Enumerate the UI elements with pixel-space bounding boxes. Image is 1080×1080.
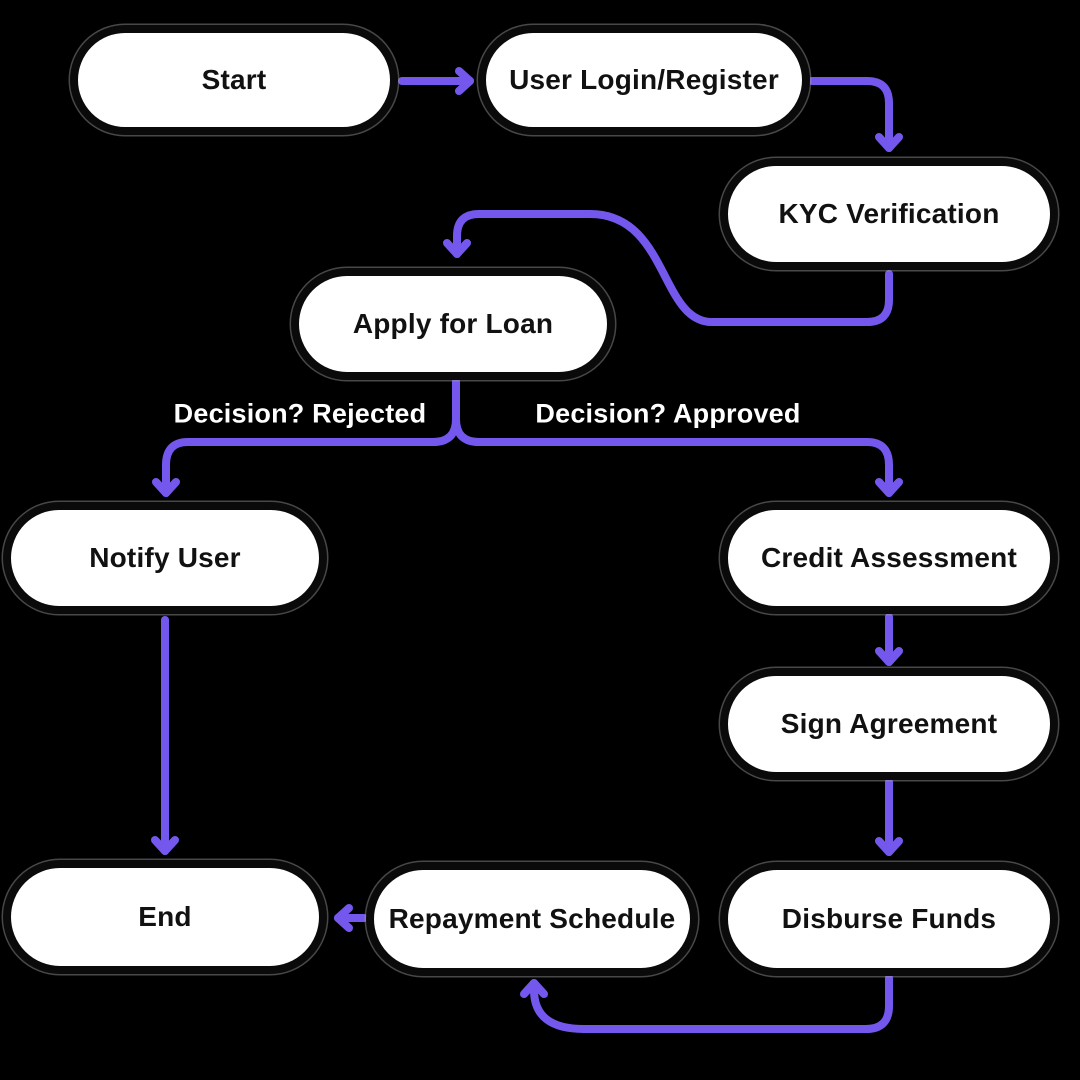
node-kyc-verification: KYC Verification: [720, 158, 1058, 270]
node-credit-assessment: Credit Assessment: [720, 502, 1058, 614]
node-repayment-schedule: Repayment Schedule: [366, 862, 698, 976]
edge-disburse-to-repay: [520, 974, 893, 1033]
node-repayment-schedule-label: Repayment Schedule: [388, 903, 676, 934]
node-sign-agreement-label: Sign Agreement: [780, 708, 998, 739]
edge-label-decision-approved: Decision? Approved: [535, 398, 801, 429]
node-sign-agreement: Sign Agreement: [720, 668, 1058, 780]
edge-label-decision-rejected: Decision? Rejected: [173, 398, 427, 429]
node-apply-for-loan: Apply for Loan: [291, 268, 615, 380]
edge-apply-to-credit-approved: [452, 378, 903, 497]
node-disburse-funds: Disburse Funds: [720, 862, 1058, 976]
node-kyc-verification-label: KYC Verification: [778, 198, 1000, 229]
node-user-login-register-label: User Login/Register: [509, 64, 779, 95]
node-start: Start: [70, 25, 398, 135]
edge-kyc-to-apply: [443, 210, 893, 326]
node-notify-user: Notify User: [3, 502, 327, 614]
node-end-label: End: [138, 901, 192, 932]
node-end: End: [3, 860, 327, 974]
node-credit-assessment-label: Credit Assessment: [760, 542, 1017, 573]
node-start-label: Start: [201, 64, 267, 95]
node-user-login-register: User Login/Register: [478, 25, 810, 135]
edge-login-to-kyc: [808, 77, 903, 152]
node-disburse-funds-label: Disburse Funds: [781, 903, 997, 934]
node-notify-user-label: Notify User: [89, 542, 241, 573]
node-apply-for-loan-label: Apply for Loan: [352, 308, 554, 339]
